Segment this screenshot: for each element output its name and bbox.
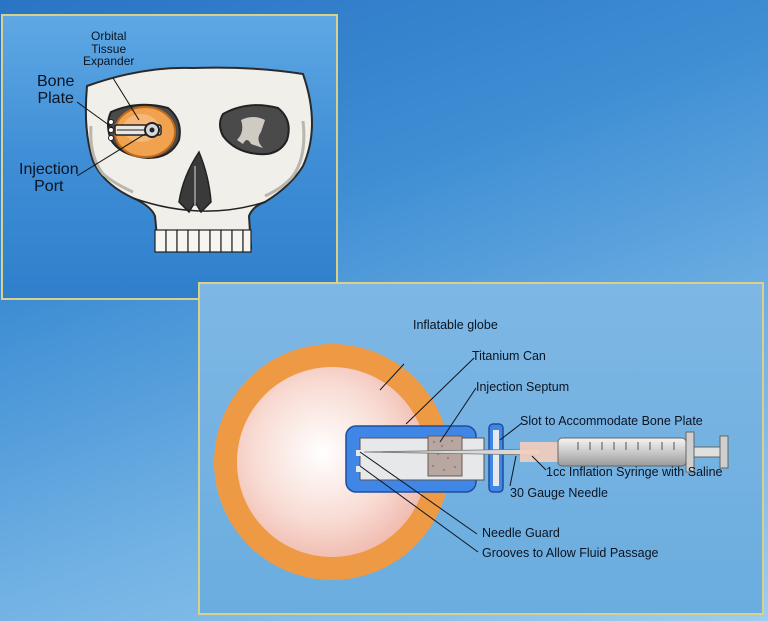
globe-interior bbox=[237, 367, 427, 557]
label-line: Port bbox=[34, 177, 64, 195]
label-injection-port: Injection Port bbox=[19, 161, 79, 196]
expander-cross-section bbox=[214, 344, 729, 580]
skull-panel: Orbital Tissue Expander Bone Plate Injec… bbox=[1, 14, 338, 300]
label-needle-guard: Needle Guard bbox=[482, 526, 560, 540]
can-chamber bbox=[359, 437, 485, 481]
label-syringe: 1cc Inflation Syringe with Saline bbox=[546, 465, 723, 479]
label-orbital-tissue-expander: Orbital Tissue Expander bbox=[83, 30, 134, 68]
label-line: Bone bbox=[37, 73, 75, 90]
leader-injection-port bbox=[76, 133, 146, 177]
label-line: Orbital bbox=[91, 29, 127, 43]
syringe-plunger bbox=[693, 446, 723, 458]
label-line: Injection bbox=[19, 161, 79, 178]
label-line: Plate bbox=[37, 89, 74, 107]
label-inflatable-globe: Inflatable globe bbox=[413, 318, 498, 332]
label-injection-septum: Injection Septum bbox=[476, 380, 570, 394]
syringe-graduations bbox=[577, 442, 675, 450]
teeth bbox=[154, 229, 252, 253]
leader-lines bbox=[359, 357, 547, 553]
label-line: Tissue bbox=[91, 41, 127, 56]
skull-illustration bbox=[76, 66, 313, 253]
leader-expander bbox=[112, 77, 140, 121]
label-needle: 30 Gauge Needle bbox=[510, 486, 608, 500]
label-line: Expander bbox=[83, 54, 135, 69]
label-bone-plate: Bone Plate bbox=[37, 73, 75, 108]
label-titanium-can: Titanium Can bbox=[472, 349, 546, 363]
label-bone-plate-slot: Slot to Accommodate Bone Plate bbox=[520, 414, 703, 428]
syringe-barrel bbox=[557, 437, 687, 467]
leader-bone-plate bbox=[76, 101, 114, 129]
label-grooves: Grooves to Allow Fluid Passage bbox=[482, 546, 659, 560]
expander-detail-panel: Inflatable globe Titanium Can Injection … bbox=[198, 282, 764, 615]
